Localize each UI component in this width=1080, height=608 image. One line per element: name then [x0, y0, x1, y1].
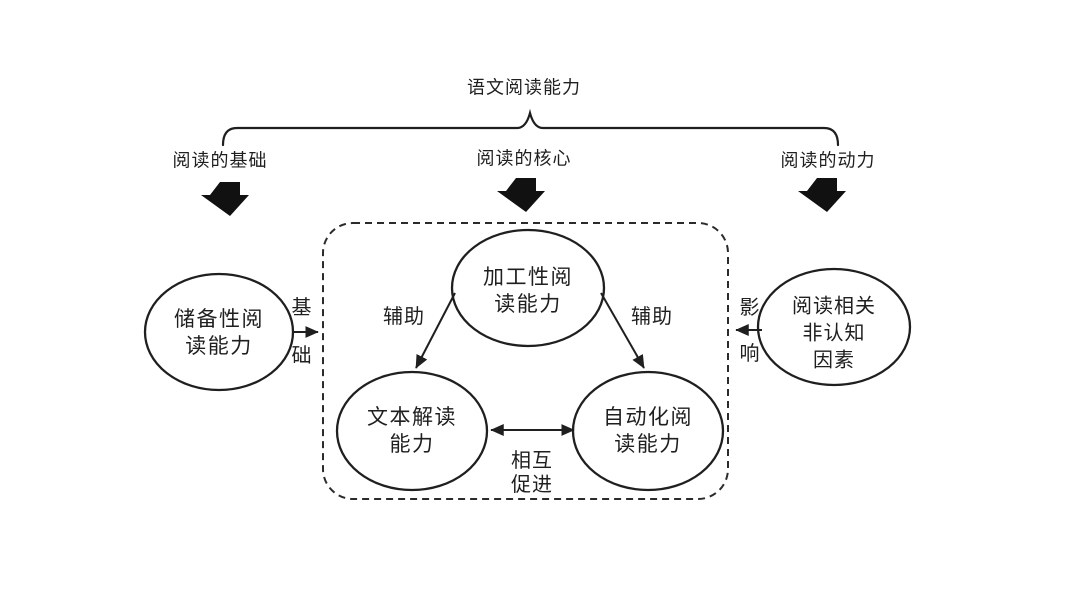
- node-ellipse-text-decoding: [335, 370, 489, 492]
- branch-label-core: 阅读的核心: [476, 148, 572, 169]
- node-label-noncognitive: 阅读相关 非认知 因素: [792, 295, 876, 372]
- node-ellipse-processing: [450, 228, 606, 348]
- edge-label-influence-top: 影: [739, 297, 761, 319]
- node-label-processing: 加工性阅 读能力: [483, 266, 573, 316]
- edge-label-assist-left: 辅助: [383, 306, 425, 328]
- edge-label-influence-bottom: 响: [739, 343, 761, 365]
- branch-label-motivation: 阅读的动力: [780, 150, 876, 171]
- diagram-title: 语文阅读能力: [467, 77, 581, 98]
- edge-label-foundation-top: 基: [291, 297, 313, 319]
- down-arrow-motivation-icon: [798, 178, 846, 212]
- node-label-reserve: 储备性阅 读能力: [174, 308, 264, 358]
- core-group-box: [322, 222, 729, 500]
- down-arrow-foundation-icon: [201, 182, 249, 216]
- edge-label-mutual-promotion: 相互 促进: [511, 450, 553, 496]
- edge-label-assist-right: 辅助: [631, 306, 673, 328]
- edge-assist-right-arrow: [600, 292, 645, 369]
- edge-label-foundation-bottom: 础: [291, 345, 313, 367]
- edge-assist-left-arrow: [415, 292, 456, 369]
- branch-label-foundation: 阅读的基础: [172, 150, 268, 171]
- down-arrow-core-icon: [497, 178, 545, 212]
- node-label-automated: 自动化阅 读能力: [603, 406, 693, 456]
- node-label-text-decoding: 文本解读 能力: [367, 406, 457, 456]
- brace-icon: [221, 108, 840, 147]
- node-ellipse-noncognitive: [756, 267, 912, 387]
